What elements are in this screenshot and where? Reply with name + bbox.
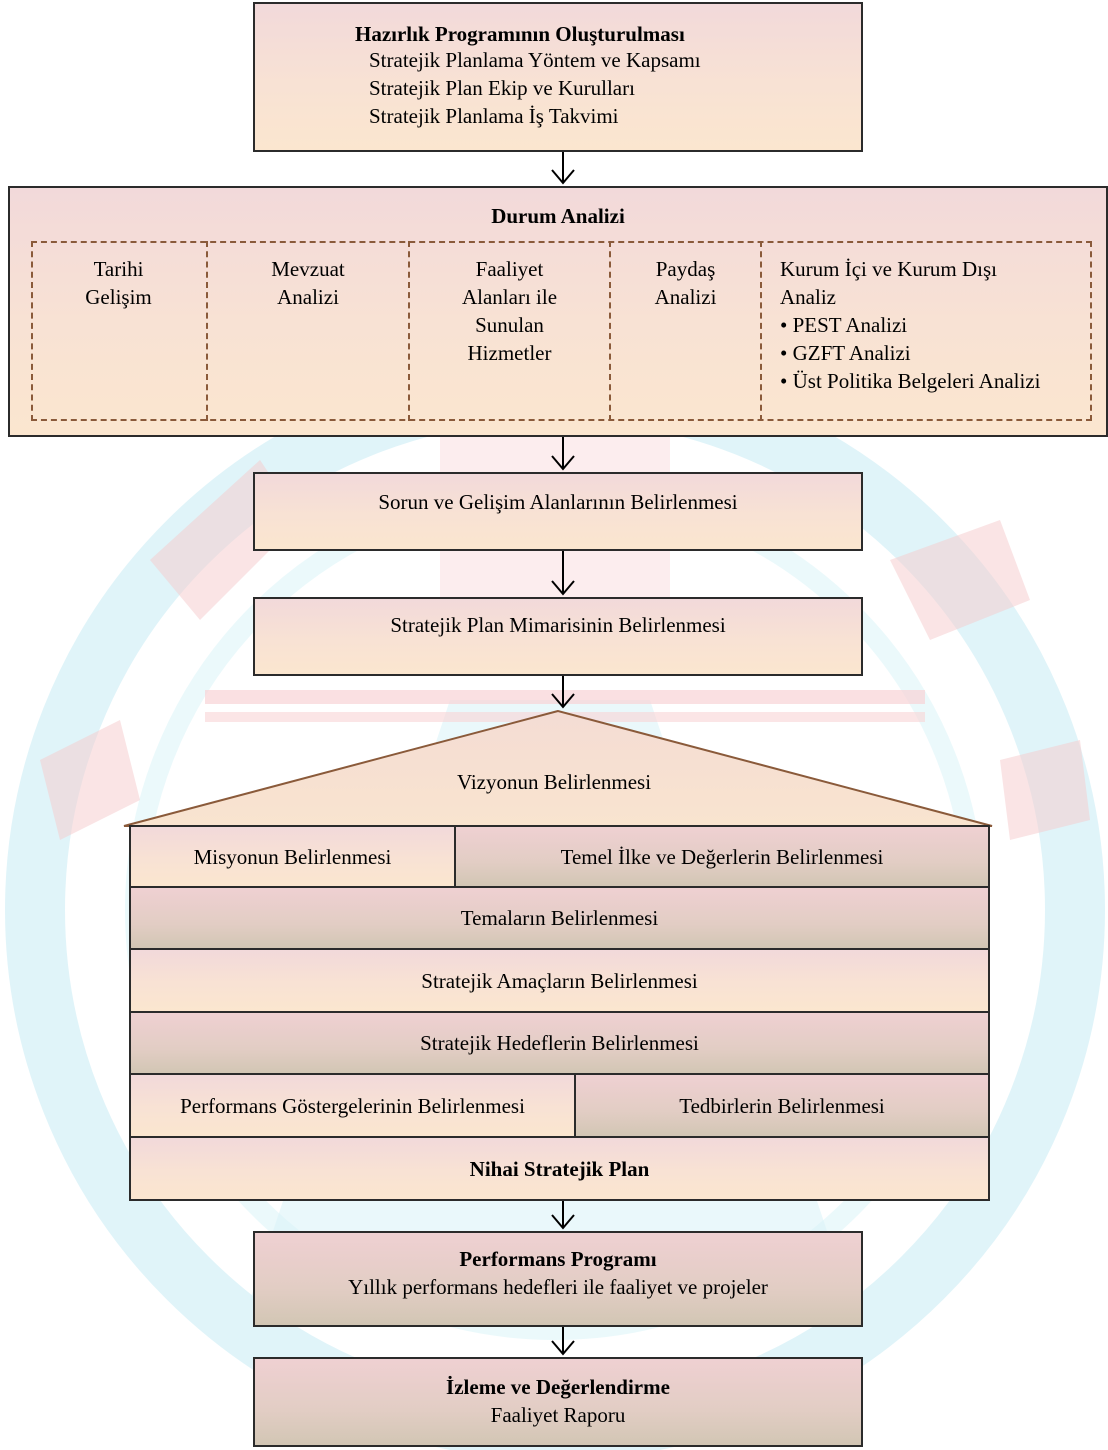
mimari-label: Stratejik Plan Mimarisinin Belirlenmesi xyxy=(390,613,726,637)
temalar-label: Temaların Belirlenmesi xyxy=(460,906,659,930)
faaliyet-alanlari-line-4: Hizmetler xyxy=(467,341,552,365)
mevzuat-analizi-line-1: Mevzuat xyxy=(271,257,345,281)
faaliyet-alanlari-line-1: Faaliyet xyxy=(475,257,544,281)
hedefler-label: Stratejik Hedeflerin Belirlenmesi xyxy=(420,1031,699,1055)
hazirlik-line-2: Stratejik Plan Ekip ve Kurulları xyxy=(369,76,635,100)
arrow-down-icon xyxy=(551,1327,575,1356)
bullet-icon: • xyxy=(780,341,793,365)
performans-programi-title: Performans Programı xyxy=(459,1247,657,1271)
tedbirler-label: Tedbirlerin Belirlenmesi xyxy=(679,1093,885,1118)
pest-bullet: • PEST Analizi xyxy=(780,313,908,337)
izleme-title: İzleme ve Değerlendirme xyxy=(446,1375,670,1399)
performans-programi-box: Performans Programı Yıllık performans he… xyxy=(253,1231,863,1327)
temel-ilke-label: Temel İlke ve Değerlerin Belirlenmesi xyxy=(560,844,884,869)
nihai-plan-cell: Nihai Stratejik Plan xyxy=(129,1138,990,1201)
amaclar-cell: Stratejik Amaçların Belirlenmesi xyxy=(131,950,988,1013)
sorun-label: Sorun ve Gelişim Alanlarının Belirlenmes… xyxy=(378,490,738,514)
kurum-analizi-line-2: Analiz xyxy=(780,285,836,309)
durum-analizi-box: Durum Analizi xyxy=(8,186,1108,437)
hazirlik-title: Hazırlık Programının Oluşturulması xyxy=(355,22,685,46)
paydas-analizi-line-1: Paydaş xyxy=(655,257,716,281)
faaliyet-alanlari-line-3: Sunulan xyxy=(475,313,544,337)
durum-analizi-dashed-frame xyxy=(31,241,1092,421)
misyon-cell: Misyonun Belirlenmesi xyxy=(131,827,456,888)
hazirlik-line-1: Stratejik Planlama Yöntem ve Kapsamı xyxy=(369,48,701,72)
kurum-analizi-cell: Kurum İçi ve Kurum Dışı Analiz • PEST An… xyxy=(760,241,1092,421)
arrow-down-icon xyxy=(551,152,575,185)
arrow-down-icon xyxy=(551,1201,575,1230)
mevzuat-analizi-cell: Mevzuat Analizi xyxy=(206,241,408,421)
durum-analizi-title: Durum Analizi xyxy=(491,204,625,228)
hazirlik-line-3: Stratejik Planlama İş Takvimi xyxy=(369,104,619,128)
paydas-analizi-line-2: Analizi xyxy=(654,285,717,309)
tarihi-gelisim-cell: Tarihi Gelişim xyxy=(31,241,206,421)
performans-programi-subtitle: Yıllık performans hedefleri ile faaliyet… xyxy=(348,1275,768,1299)
vizyon-label: Vizyonun Belirlenmesi xyxy=(456,770,652,794)
misyon-label: Misyonun Belirlenmesi xyxy=(193,844,392,869)
bullet-icon: • xyxy=(780,369,793,393)
temalar-cell: Temaların Belirlenmesi xyxy=(131,888,988,950)
performans-gostergeleri-label: Performans Göstergelerinin Belirlenmesi xyxy=(180,1093,525,1118)
sorun-box: Sorun ve Gelişim Alanlarının Belirlenmes… xyxy=(253,472,863,551)
temel-ilke-cell: Temel İlke ve Değerlerin Belirlenmesi xyxy=(456,827,988,888)
faaliyet-alanlari-line-2: Alanları ile xyxy=(461,285,558,309)
izleme-subtitle: Faaliyet Raporu xyxy=(490,1403,626,1427)
tarihi-gelisim-line-2: Gelişim xyxy=(85,285,152,309)
arrow-down-icon xyxy=(551,437,575,471)
performans-gostergeleri-cell: Performans Göstergelerinin Belirlenmesi xyxy=(131,1075,576,1138)
kurum-analizi-line-1: Kurum İçi ve Kurum Dışı xyxy=(780,257,997,281)
paydas-analizi-cell: Paydaş Analizi xyxy=(609,241,760,421)
mimari-box: Stratejik Plan Mimarisinin Belirlenmesi xyxy=(253,597,863,676)
hedefler-cell: Stratejik Hedeflerin Belirlenmesi xyxy=(131,1013,988,1075)
plan-stack xyxy=(129,825,990,1201)
arrow-down-icon xyxy=(551,551,575,596)
mevzuat-analizi-line-2: Analizi xyxy=(277,285,339,309)
faaliyet-alanlari-cell: Faaliyet Alanları ile Sunulan Hizmetler xyxy=(408,241,609,421)
izleme-box: İzleme ve Değerlendirme Faaliyet Raporu xyxy=(253,1357,863,1447)
gzft-bullet: • GZFT Analizi xyxy=(780,341,911,365)
hazirlik-box: Hazırlık Programının Oluşturulması Strat… xyxy=(253,2,863,152)
bullet-icon: • xyxy=(780,313,793,337)
arrow-down-icon xyxy=(551,676,575,709)
tarihi-gelisim-line-1: Tarihi xyxy=(93,257,144,281)
nihai-plan-label: Nihai Stratejik Plan xyxy=(469,1156,650,1181)
amaclar-label: Stratejik Amaçların Belirlenmesi xyxy=(421,968,698,993)
ust-politika-bullet: • Üst Politika Belgeleri Analizi xyxy=(780,369,1041,393)
tedbirler-cell: Tedbirlerin Belirlenmesi xyxy=(576,1075,988,1138)
